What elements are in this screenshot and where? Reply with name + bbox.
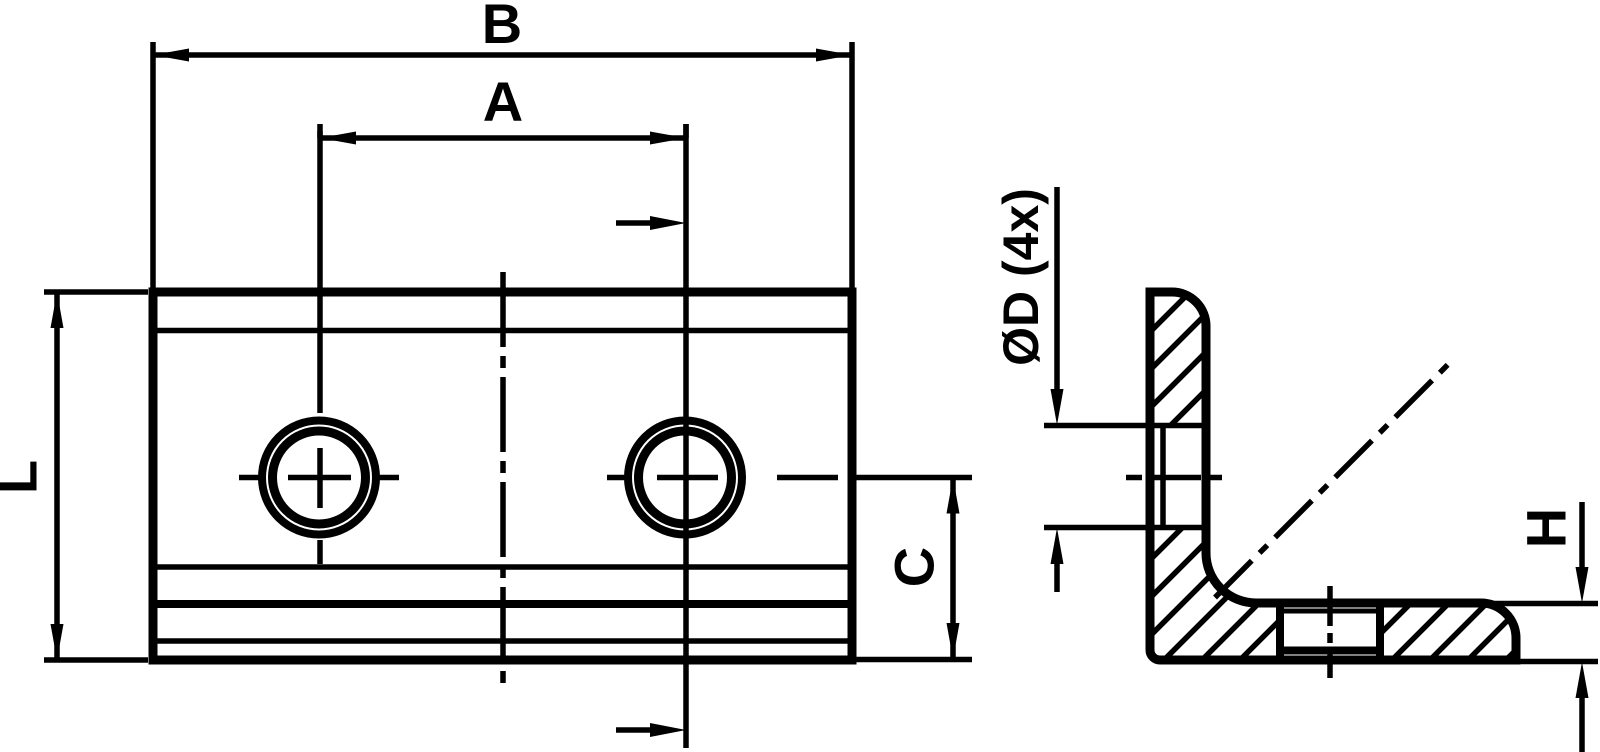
dim-label-C: C <box>883 547 946 587</box>
arrowhead <box>50 292 64 328</box>
front-view <box>148 124 857 748</box>
bracket-section-hatch-fill <box>1150 292 1516 660</box>
dim-label-OD: ØD (4x) <box>993 188 1049 366</box>
dimension-L: L <box>0 289 148 663</box>
arrowhead <box>1575 662 1589 698</box>
arrowhead <box>1575 567 1589 603</box>
dimension-C: C <box>852 474 972 663</box>
section-cut-line <box>616 124 689 748</box>
dimension-H: H <box>1488 502 1598 752</box>
arrowhead <box>50 624 64 660</box>
section-arrow-top <box>616 216 686 230</box>
bracket-section-outline <box>1145 287 1521 665</box>
arrowhead <box>1050 389 1064 425</box>
diagonal-centerline <box>1213 358 1454 600</box>
arrowhead <box>320 131 356 145</box>
arrowhead <box>650 131 686 145</box>
dimension-OD: ØD (4x) <box>993 187 1064 592</box>
arrowhead <box>1050 528 1064 564</box>
section-arrow-bottom <box>616 723 686 737</box>
side-view <box>1044 287 1521 678</box>
arrowhead <box>946 477 960 514</box>
dimension-A: A <box>317 70 689 145</box>
dim-label-A: A <box>483 70 523 133</box>
dim-label-B: B <box>482 0 522 55</box>
dimension-B: B <box>150 0 855 292</box>
hole-left-centerlines <box>239 131 399 564</box>
arrowhead <box>946 623 960 659</box>
dim-label-H: H <box>1515 508 1578 548</box>
dim-label-L: L <box>0 460 49 494</box>
arrowhead <box>816 48 852 62</box>
arrowhead <box>153 48 189 62</box>
